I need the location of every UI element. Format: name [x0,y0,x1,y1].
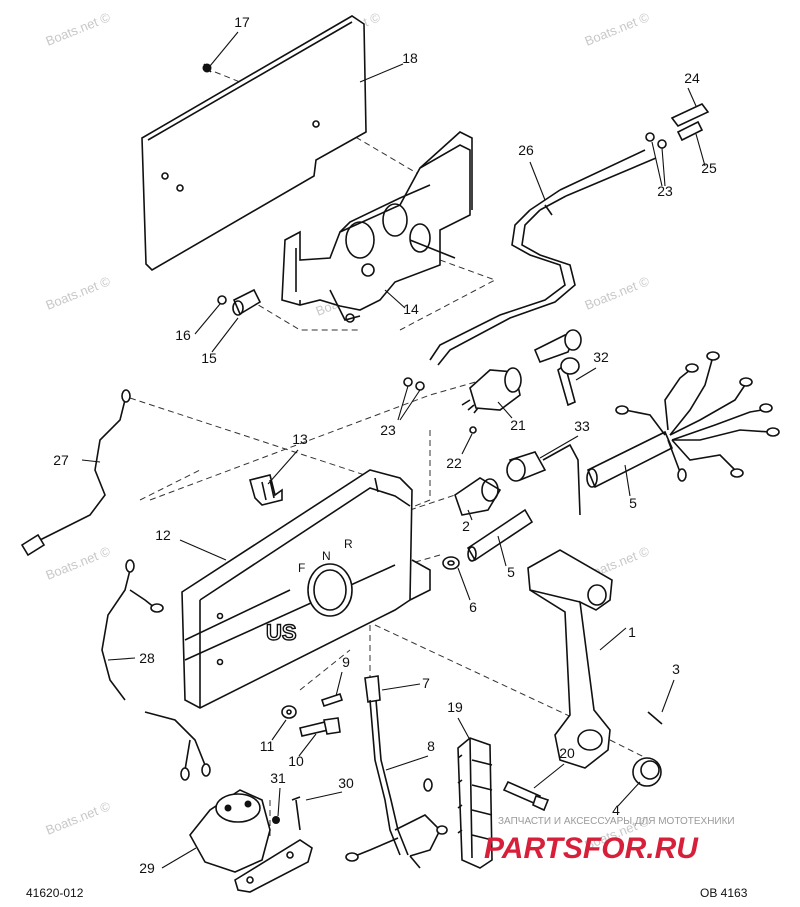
callout-31: 31 [270,770,286,786]
callout-14: 14 [403,301,419,317]
watermark-text: Boats.net © [583,9,652,49]
cable-7-8 [345,675,448,869]
callout-20: 20 [559,745,575,761]
cover-plate-18 [141,15,367,272]
ignition-switch-21 [461,367,522,414]
callout-labels: 17 18 24 26 23 25 16 15 14 32 23 21 22 13 33 27 5 2 12 5 6 1 2… [53,14,717,876]
parts-tagline: ЗАПЧАСТИ И АКСЕССУАРЫ ДЛЯ МОТОТЕХНИКИ [498,816,735,827]
control-lever-1 [527,549,613,769]
callout-10: 10 [288,753,304,769]
screw-20 [502,780,550,812]
control-housing-12: F N R US [181,469,431,709]
screw-17 [202,63,212,73]
callout-2: 2 [462,518,470,534]
tube-5-upper [586,430,674,489]
callout-13: 13 [292,431,308,447]
callout-12: 12 [155,527,171,543]
nut-31 [272,816,280,824]
callout-27: 27 [53,452,69,468]
callout-17: 17 [234,14,250,30]
callout-29: 29 [139,860,155,876]
wire-27 [20,389,131,557]
callout-33: 33 [574,418,590,434]
shift-letter-f: F [298,561,305,575]
callout-5: 5 [507,564,515,580]
callout-8: 8 [427,738,435,754]
watermark-text: Boats.net © [44,798,113,838]
callout-21: 21 [510,417,526,433]
horn-29 [189,789,313,893]
wiring-harness [615,351,780,482]
screw-30 [291,796,301,831]
callout-9: 9 [342,654,350,670]
callout-22: 22 [446,455,462,471]
drawing-code-left: 41620-012 [26,886,84,900]
shift-letter-r: R [344,537,353,551]
callout-11: 11 [260,738,275,754]
watermark-text: Boats.net © [44,543,113,583]
switch-2 [454,477,502,516]
shift-letter-n: N [322,549,331,563]
callout-25: 25 [701,160,717,176]
callout-15: 15 [201,350,217,366]
watermark-text: Boats.net © [44,273,113,313]
callout-7: 7 [422,675,430,691]
callout-18: 18 [402,50,418,66]
callout-19: 19 [447,699,463,715]
control-cables-26 [429,149,657,366]
knob-4 [632,757,662,787]
nuts-23-22 [403,377,477,434]
parts-brand: PARTSFOR.RU [484,832,699,865]
bolt-10 [299,717,341,737]
terminal-block-19 [457,737,493,869]
lamp-33 [506,443,581,516]
pin-3 [647,711,663,725]
callout-26: 26 [518,142,534,158]
watermark-text: Boats.net © [583,273,652,313]
callout-23: 23 [657,183,673,199]
tube-5-lower [466,508,534,562]
callout-3: 3 [672,661,680,677]
housing-logo: US [266,620,297,645]
callout-5: 5 [629,495,637,511]
washer-11 [281,705,297,719]
bushing-15 [232,288,262,316]
cable-ends-24-25 [645,103,710,149]
callout-30: 30 [338,775,354,791]
callout-32: 32 [593,349,609,365]
callout-23: 23 [380,422,396,438]
callout-1: 1 [628,624,636,640]
callout-24: 24 [684,70,700,86]
washer-6 [442,556,460,570]
screw-9 [320,692,344,708]
clip-13 [249,474,283,506]
callout-4: 4 [612,802,620,818]
callout-28: 28 [139,650,155,666]
callout-16: 16 [175,327,191,343]
drawing-code-right: OB 4163 [700,886,748,900]
leader-lines [81,31,706,869]
watermark-text: Boats.net © [44,9,113,49]
wire-28 [101,559,211,781]
callout-6: 6 [469,599,477,615]
nut-16 [217,295,227,305]
control-mechanism-14 [281,131,473,323]
keys-32 [533,329,582,407]
